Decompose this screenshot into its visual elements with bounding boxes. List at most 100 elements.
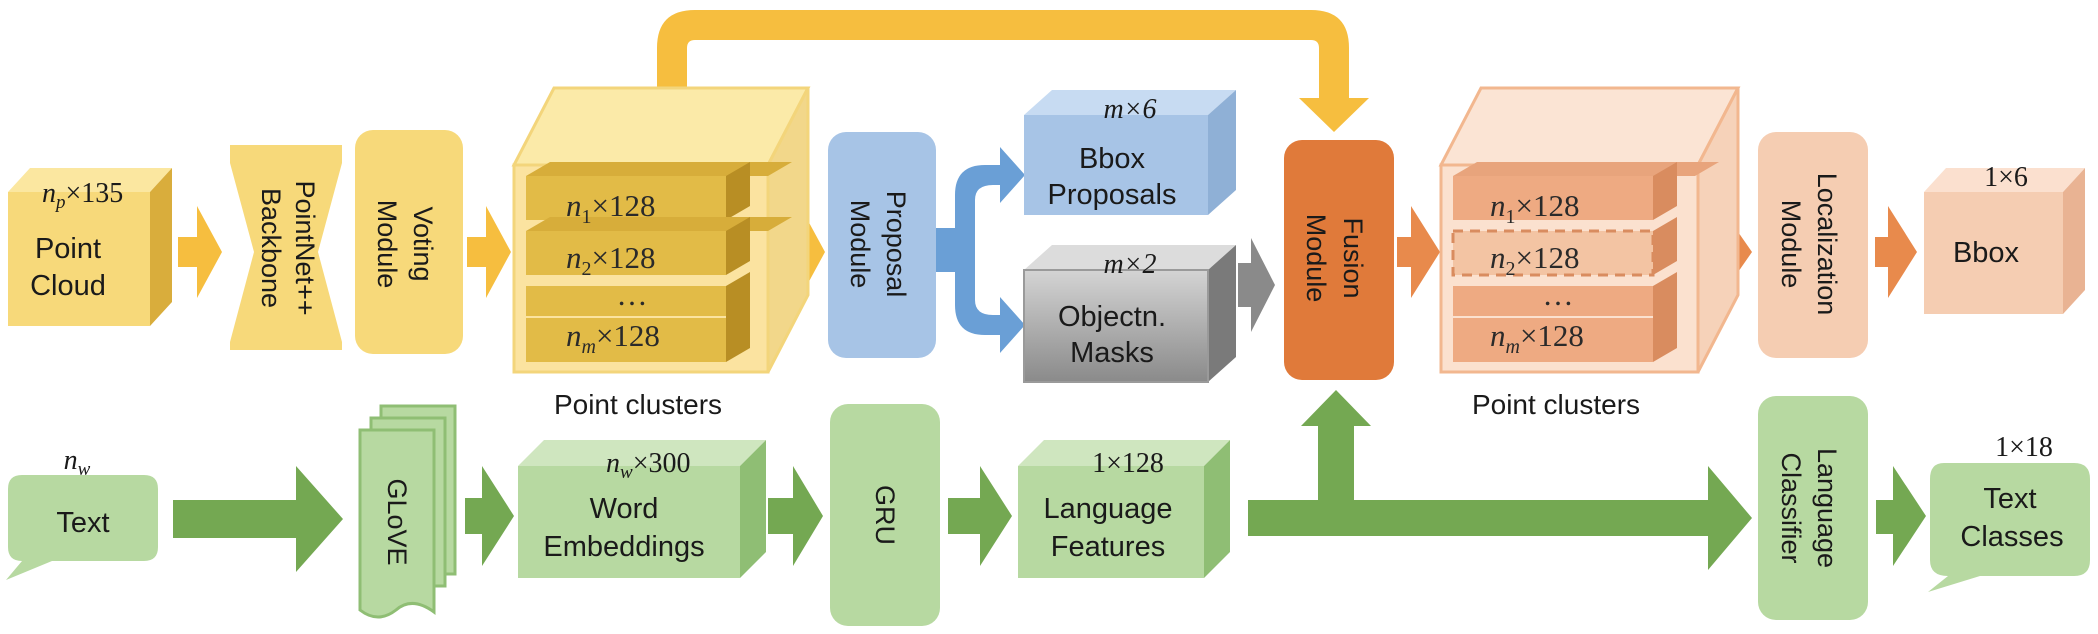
cluster-out-slab-2 <box>1451 217 1677 277</box>
cluster-out-row-4-rest: ×128 <box>1520 318 1584 353</box>
gru-label: GRU <box>870 485 900 545</box>
svg-text:n2×128: n2×128 <box>566 240 655 280</box>
localization-module-node: Localization Module <box>1758 132 1868 358</box>
arrow-localization-bbox <box>1875 206 1917 298</box>
text-label: Text <box>56 507 109 539</box>
text-classes-node: 1×18 Text Classes <box>1928 432 2090 592</box>
cluster-in-slab-4 <box>526 304 750 362</box>
clusters-in-caption: Point clusters <box>554 389 722 420</box>
proposal-label-1: Proposal <box>881 191 911 298</box>
text-classes-dim: 1×18 <box>1995 432 2053 463</box>
objectness-label-2: Masks <box>1070 337 1154 369</box>
cluster-in-row-4-base: n <box>566 318 582 353</box>
svg-text:np×135: np×135 <box>42 178 123 213</box>
cluster-out-row-2-sub: 2 <box>1506 258 1516 280</box>
voting-module-node: Voting Module <box>355 130 463 354</box>
point-cloud-node: np×135 Point Cloud <box>8 168 172 326</box>
language-features-dim: 1×128 <box>1092 448 1164 479</box>
language-classifier-node: Language Classifier <box>1758 396 1868 620</box>
arrow-features-classifier-fusion <box>1248 390 1752 570</box>
text-node: nw Text <box>6 445 158 580</box>
cluster-in-row-2-sub: 2 <box>582 258 592 280</box>
cluster-in-row-1-rest: ×128 <box>592 188 656 223</box>
cluster-out-row-2-rest: ×128 <box>1516 240 1580 275</box>
svg-text:m×6: m×6 <box>1103 94 1156 125</box>
voting-label-2: Module <box>372 200 402 289</box>
embeddings-dim-sub: w <box>620 462 633 483</box>
bbox-proposals-node: m×6 Bbox Proposals <box>1024 90 1236 215</box>
arrow-voting-clusters <box>467 206 511 298</box>
cluster-in-row-4-sub: m <box>582 336 596 358</box>
cluster-out-row-4-base: n <box>1490 318 1506 353</box>
cluster-out-row-1-sub: 1 <box>1506 206 1516 228</box>
gru-node: GRU <box>830 404 940 626</box>
svg-text:n1×128: n1×128 <box>566 188 655 228</box>
arrow-gru-features <box>948 466 1012 566</box>
cluster-out-row-1-base: n <box>1490 188 1506 223</box>
arrow-proposal-fork <box>932 147 1025 353</box>
cluster-out-slab-1 <box>1453 162 1719 220</box>
arrow-cloud-backbone <box>178 206 222 298</box>
word-embeddings-node: nw×300 Word Embeddings <box>518 440 766 578</box>
cluster-in-row-2-rest: ×128 <box>592 240 656 275</box>
cluster-in-row-1-base: n <box>566 188 582 223</box>
cluster-in-row-2-base: n <box>566 240 582 275</box>
bbox-proposals-label-2: Proposals <box>1048 179 1177 211</box>
fusion-label-1: Fusion <box>1338 217 1368 298</box>
classifier-label-2: Classifier <box>1776 452 1806 563</box>
svg-text:nw: nw <box>64 445 91 480</box>
cluster-out-slab-4 <box>1453 304 1677 362</box>
text-dim-base: n <box>64 445 78 476</box>
svg-text:n1×128: n1×128 <box>1490 188 1579 228</box>
svg-text:nw×300: nw×300 <box>606 448 690 483</box>
classifier-label-1: Language <box>1812 448 1842 568</box>
bbox-proposals-dim: m×6 <box>1103 94 1156 125</box>
glove-label: GLoVE <box>382 478 412 565</box>
voting-label-1: Voting <box>408 206 438 281</box>
arrow-embeddings-gru <box>768 466 823 566</box>
cluster-in-row-4-rest: ×128 <box>596 318 660 353</box>
svg-text:nm×128: nm×128 <box>566 318 660 358</box>
cluster-in-row-3: … <box>617 277 648 312</box>
objectness-label-1: Objectn. <box>1058 301 1166 333</box>
localization-label-2: Module <box>1776 200 1806 289</box>
embeddings-label-1: Word <box>590 493 659 525</box>
proposal-module-node: Proposal Module <box>828 132 936 358</box>
point-cloud-label-2: Cloud <box>30 270 106 302</box>
fusion-label-2: Module <box>1301 214 1331 303</box>
bbox-proposals-label-1: Bbox <box>1079 143 1146 175</box>
embeddings-label-2: Embeddings <box>543 531 704 563</box>
language-features-label-1: Language <box>1043 493 1172 525</box>
svg-text:n2×128: n2×128 <box>1490 240 1579 280</box>
backbone-label-2: Backbone <box>256 188 286 308</box>
point-clusters-out-node: n1×128 n2×128 … nm×128 Point clusters <box>1438 86 1741 420</box>
fusion-module-node: Fusion Module <box>1284 140 1394 380</box>
proposal-label-2: Module <box>845 200 875 289</box>
localization-label-1: Localization <box>1812 173 1842 316</box>
bbox-node: 1×6 Bbox <box>1924 162 2085 314</box>
arrow-masks-fusion <box>1238 238 1275 332</box>
cluster-out-row-1-rest: ×128 <box>1516 188 1580 223</box>
cluster-out-row-4-sub: m <box>1506 336 1520 358</box>
cluster-in-slab-2 <box>526 217 792 275</box>
cluster-out-row-3: … <box>1543 277 1574 312</box>
svg-text:m×2: m×2 <box>1103 249 1156 280</box>
objectness-masks-node: m×2 Objectn. Masks <box>1023 245 1236 383</box>
objectness-dim: m×2 <box>1103 249 1156 280</box>
text-classes-label-1: Text <box>1983 483 2036 515</box>
backbone-node: PointNet++ Backbone <box>230 145 342 350</box>
cluster-in-slab-3 <box>526 272 750 330</box>
arrow-classifier-classes <box>1876 466 1926 566</box>
point-cloud-dim-rest: ×135 <box>66 178 124 209</box>
embeddings-dim-base: n <box>606 448 620 479</box>
point-cloud-dim-sub: p <box>54 192 66 213</box>
glove-node: GLoVE <box>358 404 457 619</box>
cluster-in-slab-1 <box>526 162 792 220</box>
arrow-fusion-clusters <box>1397 206 1440 298</box>
embeddings-dim-rest: ×300 <box>633 448 691 479</box>
arrow-text-glove <box>173 466 343 572</box>
point-cloud-dim-base: n <box>42 178 56 209</box>
text-classes-label-2: Classes <box>1960 521 2063 553</box>
skip-arrow <box>657 10 1369 132</box>
